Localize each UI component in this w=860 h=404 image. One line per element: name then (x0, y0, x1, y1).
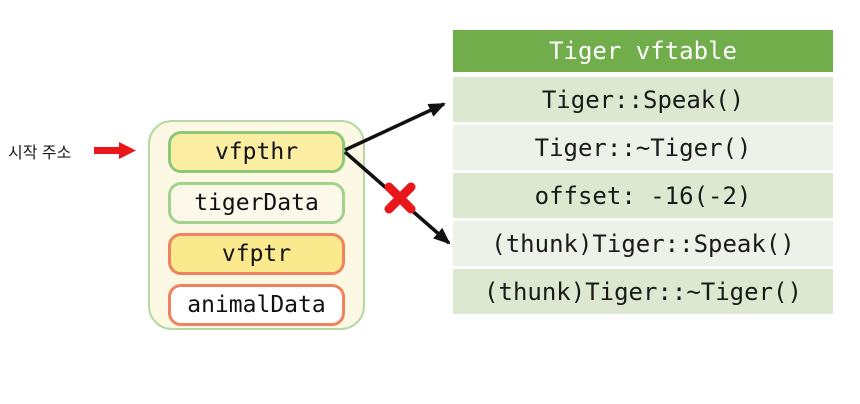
memory-box-label: tigerData (194, 190, 319, 216)
vftable-row: (thunk)Tiger::~Tiger() (453, 269, 833, 314)
memory-box-animaldata: animalData (168, 284, 345, 326)
memory-box-vfpthr: vfpthr (168, 131, 345, 173)
memory-box-tigerdata: tigerData (168, 182, 345, 224)
vftable-row: (thunk)Tiger::Speak() (453, 221, 833, 266)
memory-box-label: animalData (187, 292, 326, 318)
cross-icon (384, 182, 416, 214)
vftable-title: Tiger vftable (453, 30, 833, 72)
object-memory-container: vfpthr tigerData vfptr animalData (148, 120, 365, 330)
vftable: Tiger vftable Tiger::Speak() Tiger::~Tig… (453, 30, 833, 317)
start-address-label: 시작 주소 (8, 145, 72, 162)
vftable-row: offset: -16(-2) (453, 173, 833, 218)
vftable-row: Tiger::Speak() (453, 77, 833, 122)
memory-box-label: vfpthr (214, 139, 299, 165)
memory-box-label: vfptr (221, 241, 292, 267)
memory-box-vfptr: vfptr (168, 233, 345, 275)
vftable-row: Tiger::~Tiger() (453, 125, 833, 170)
start-address-arrow-icon (94, 142, 136, 163)
